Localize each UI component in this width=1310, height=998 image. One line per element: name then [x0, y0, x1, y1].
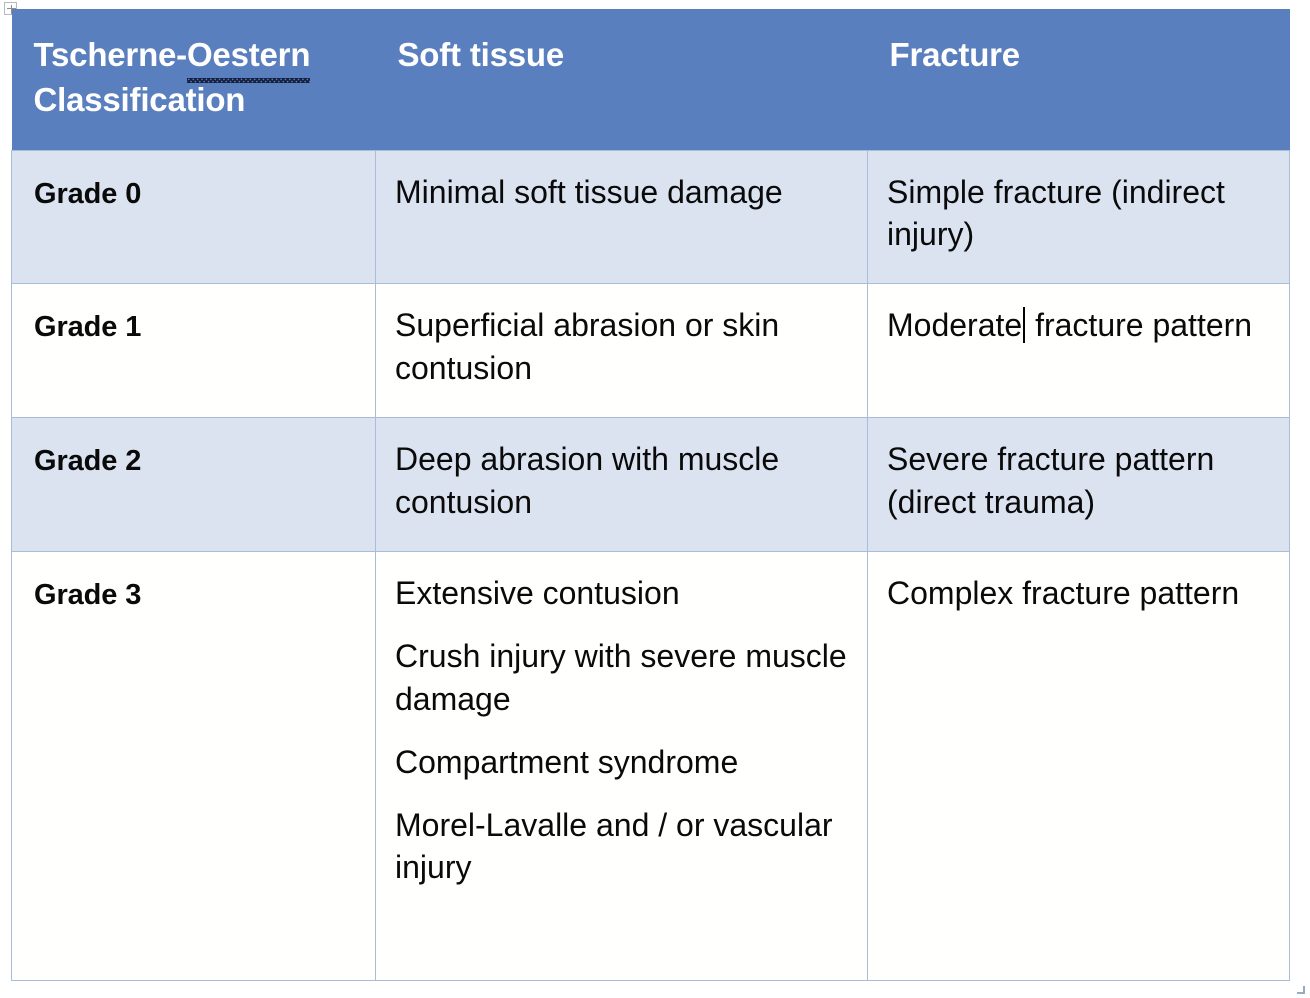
cell-soft-tissue[interactable]: Deep abrasion with muscle contusion — [375, 417, 868, 552]
cell-soft-tissue[interactable]: Minimal soft tissue damage — [375, 149, 868, 285]
cell-grade-label[interactable]: Grade 2 — [11, 417, 376, 552]
column-header-classification-line1: Tscherne- — [33, 36, 188, 73]
fracture-paragraph: Moderate fracture pattern — [887, 304, 1273, 347]
soft-tissue-paragraph: Crush injury with severe muscle damage — [395, 637, 847, 717]
cell-soft-tissue[interactable]: Extensive contusion Crush injury with se… — [375, 551, 868, 981]
cell-soft-tissue[interactable]: Superficial abrasion or skin contusion — [375, 283, 868, 419]
fracture-paragraph: Complex fracture pattern — [887, 575, 1240, 611]
cell-fracture[interactable]: Moderate fracture pattern — [867, 283, 1290, 419]
soft-tissue-paragraph: Compartment syndrome — [395, 743, 739, 780]
soft-tissue-paragraph: Extensive contusion — [395, 575, 680, 611]
column-header-soft-tissue: Soft tissue — [375, 9, 868, 150]
table-row: Grade 3 Extensive contusion Crush injury… — [11, 551, 1290, 981]
text-cursor-caret — [1023, 307, 1026, 344]
cell-fracture[interactable]: Severe fracture pattern (direct trauma) — [867, 417, 1290, 552]
table-body: Grade 0 Minimal soft tissue damage Simpl… — [11, 149, 1290, 981]
soft-tissue-paragraph: Minimal soft tissue damage — [395, 173, 783, 210]
table-row: Grade 2 Deep abrasion with muscle contus… — [11, 417, 1290, 552]
table-row: Grade 1 Superficial abrasion or skin con… — [11, 283, 1290, 419]
cell-grade-label[interactable]: Grade 0 — [11, 149, 376, 285]
spellcheck-word-oestern: Oestern — [186, 33, 311, 83]
cell-grade-label[interactable]: Grade 3 — [11, 551, 376, 981]
fracture-paragraph: Simple fracture (indirect injury) — [887, 173, 1225, 253]
soft-tissue-paragraph: Superficial abrasion or skin contusion — [395, 307, 780, 387]
column-header-fracture: Fracture — [867, 9, 1290, 150]
cell-fracture[interactable]: Simple fracture (indirect injury) — [867, 149, 1290, 285]
column-header-classification-line2: Classification — [33, 80, 246, 118]
soft-tissue-paragraph: Morel-Lavalle and / or vascular injury — [395, 806, 833, 886]
table-row: Grade 0 Minimal soft tissue damage Simpl… — [11, 149, 1290, 285]
fracture-paragraph: Severe fracture pattern (direct trauma) — [887, 441, 1215, 521]
fracture-text-before-caret: Moderate — [887, 307, 1023, 344]
soft-tissue-paragraph: Deep abrasion with muscle contusion — [395, 441, 780, 521]
table-resize-handle[interactable] — [1297, 986, 1305, 994]
cell-fracture[interactable]: Complex fracture pattern — [867, 551, 1290, 981]
fracture-text-after-caret: fracture pattern — [1026, 307, 1253, 344]
cell-grade-label[interactable]: Grade 1 — [11, 283, 376, 419]
